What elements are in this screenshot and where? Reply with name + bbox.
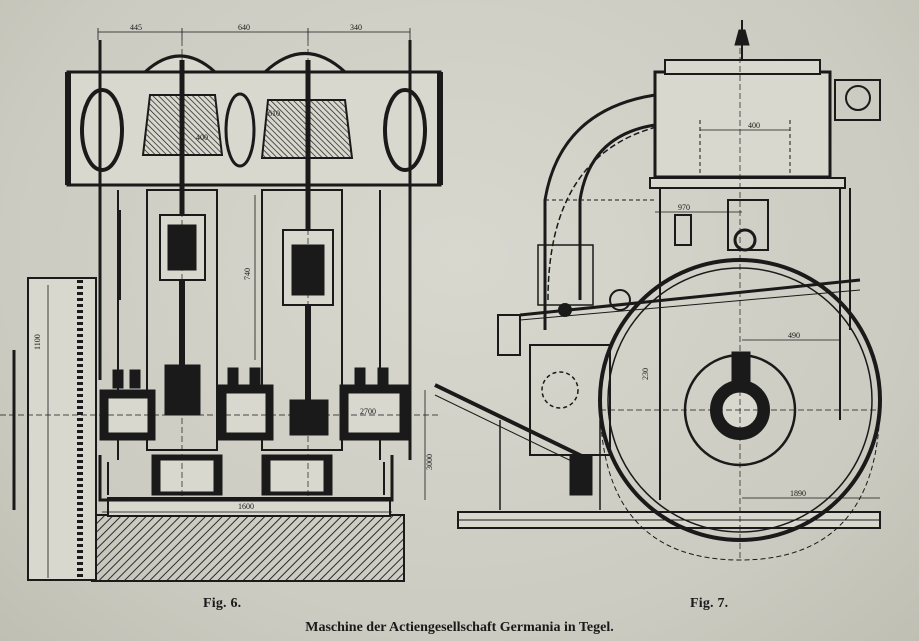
dim-label: 340 xyxy=(350,23,362,32)
fig6-drawing xyxy=(0,28,443,582)
dim-label: 445 xyxy=(130,23,142,32)
dim-label: 490 xyxy=(788,331,800,340)
dim-label: 230 xyxy=(641,368,650,380)
fig7-caption: Fig. 7. xyxy=(690,596,729,611)
dim-label: 740 xyxy=(243,268,252,280)
dim-label: 610 xyxy=(268,109,280,118)
fig7-cylinder xyxy=(653,70,832,179)
fig7-drawing xyxy=(434,20,882,561)
dim-label: 3000 xyxy=(425,454,434,470)
dim-label: 400 xyxy=(748,121,760,130)
dim-label: 1100 xyxy=(33,334,42,350)
dim-label: 1890 xyxy=(790,489,806,498)
fig7-dimension-labels: 400 970 490 1890 230 xyxy=(641,121,806,498)
dim-label: 970 xyxy=(678,203,690,212)
fig6-foundation xyxy=(91,514,405,582)
dim-label: 640 xyxy=(238,23,250,32)
fig6-flywheel xyxy=(27,277,97,581)
plate-caption: Maschine der Actiengesellschaft Germania… xyxy=(305,620,614,635)
dim-label: 300 xyxy=(300,425,312,434)
dim-label: 2700 xyxy=(360,407,376,416)
fig6-dimension-labels: 445 640 340 400 610 1100 740 3000 1600 2… xyxy=(33,23,434,511)
dim-label: 1600 xyxy=(238,502,254,511)
dim-label: 400 xyxy=(196,133,208,142)
fig6-caption: Fig. 6. xyxy=(203,596,242,611)
